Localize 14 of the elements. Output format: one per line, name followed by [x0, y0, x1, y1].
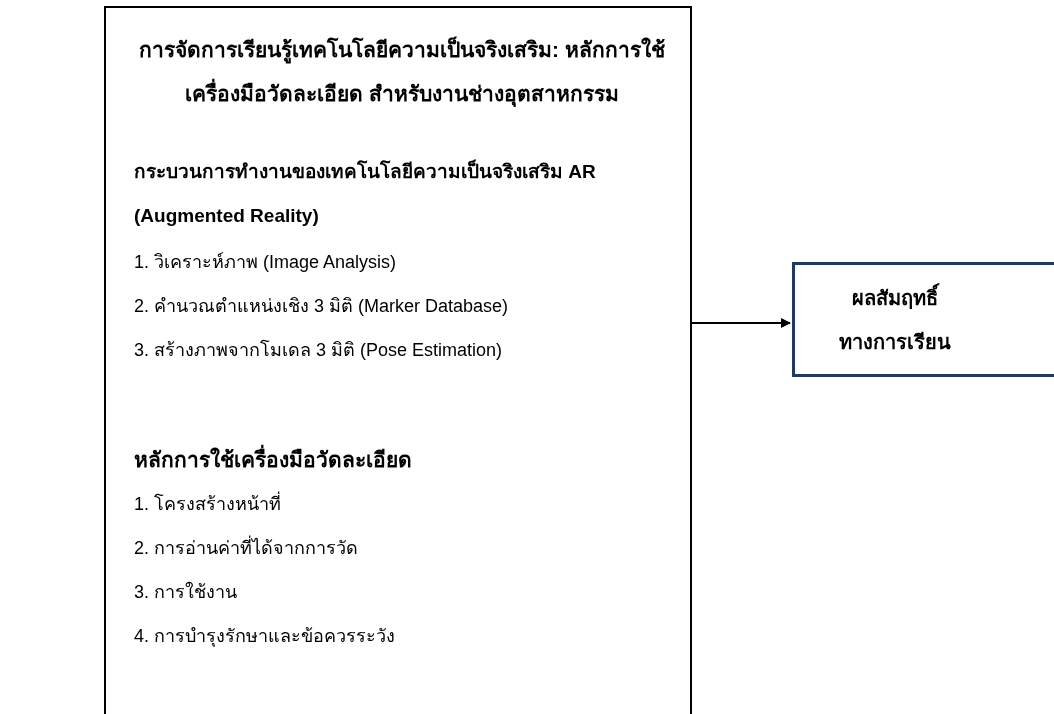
section-heading: กระบวนการทำงานของเทคโนโลยีความเป็นจริงเสริม AR (Augmented Reality): [134, 158, 597, 228]
outcome-box: [792, 262, 1054, 377]
list-item: 2. การอ่านค่าที่ได้จากการวัด: [134, 526, 670, 570]
outcome-label: ผลสัมฤทธิ์ทางการเรียน: [835, 275, 955, 364]
list-item: 1. วิเคราะห์ภาพ (Image Analysis): [134, 251, 398, 274]
list-item: 3. สร้างภาพจากโมเดล 3 มิติ (Pose Estimation): [134, 338, 504, 362]
arrow: [691, 318, 791, 328]
list-item: 4. การบำรุงรักษาและข้อควรระวัง: [134, 625, 396, 649]
section-heading: หลักการใช้เครื่องมือวัดละเอียด: [134, 438, 670, 482]
list-item: 1. โครงสร้างหน้าที่: [134, 482, 670, 526]
diagram-heading: การจัดการเรียนรู้เทคโนโลยีความเป็นจริงเสริม: หลักการใช้เครื่องมือวัดละเอียด สำหรับงานช่างอุตสาหกรรม: [138, 35, 666, 109]
list-item: 3. การใช้งาน: [134, 580, 238, 604]
list-item: 2. คำนวณตำแหน่งเชิง 3 มิติ (Marker Database): [134, 295, 510, 318]
content-box: [104, 6, 692, 714]
